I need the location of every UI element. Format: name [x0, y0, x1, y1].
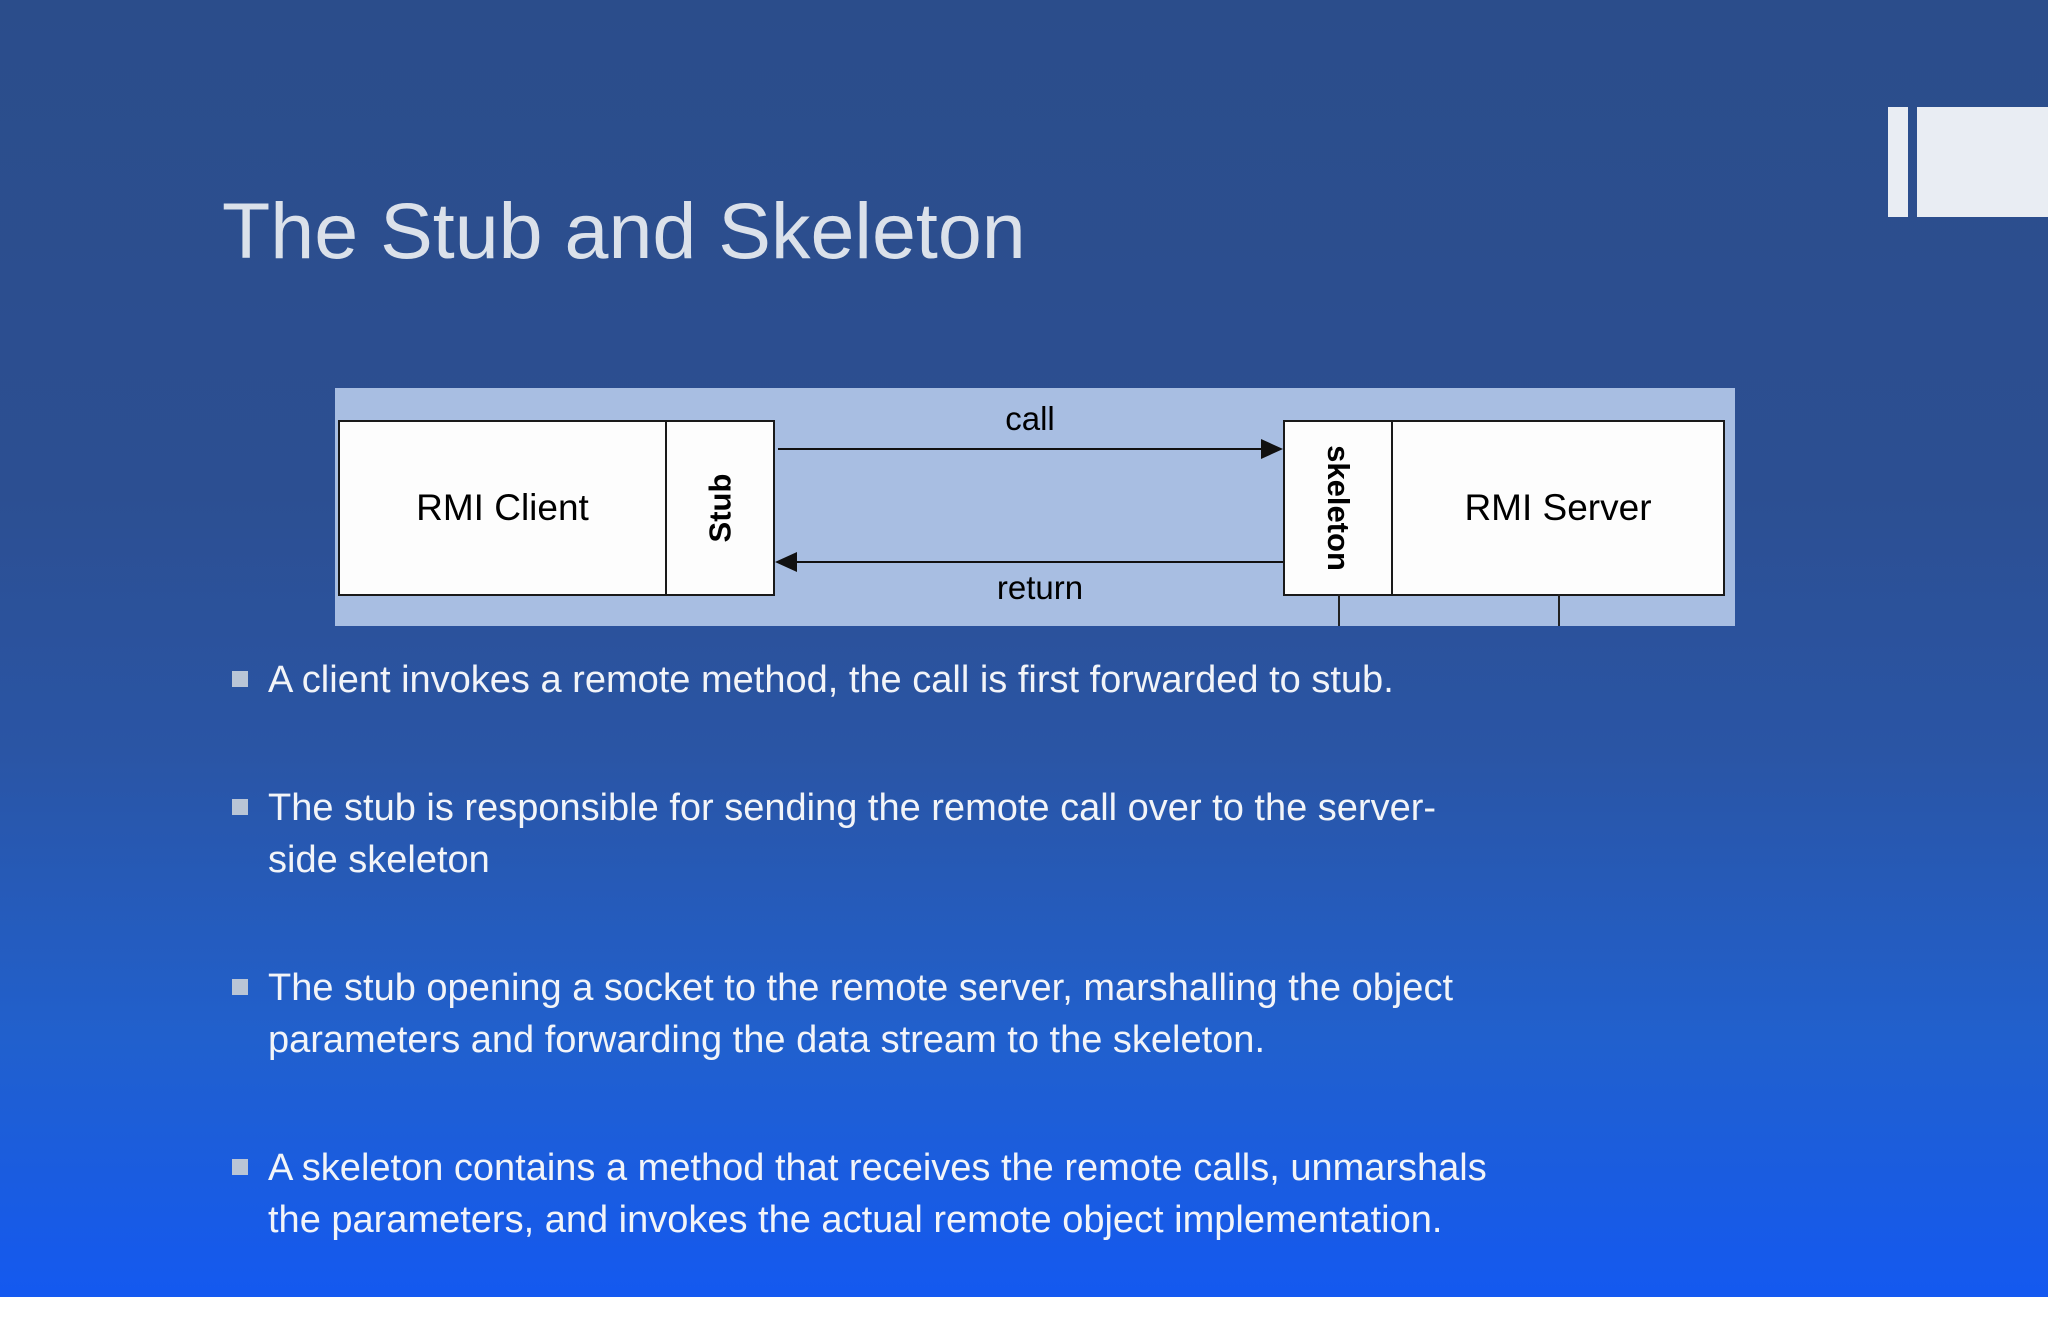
list-item: A client invokes a remote method, the ca…	[232, 654, 1812, 706]
server-connector-line	[1558, 594, 1560, 626]
corner-accent-bar-wide	[1917, 107, 2048, 217]
bullet-list: A client invokes a remote method, the ca…	[232, 654, 1812, 1322]
client-node: RMI Client Stub	[338, 420, 775, 596]
skeleton-label: skeleton	[1321, 445, 1356, 571]
page-title: The Stub and Skeleton	[222, 186, 1026, 275]
return-label: return	[996, 569, 1084, 606]
stub-label: Stub	[702, 473, 737, 543]
list-item: The stub opening a socket to the remote …	[232, 962, 1812, 1066]
list-item: The stub is responsible for sending the …	[232, 782, 1812, 886]
bullet-text: A skeleton contains a method that receiv…	[268, 1147, 1487, 1241]
arrowhead-left-icon	[775, 552, 797, 572]
bullet-square-icon	[232, 671, 248, 687]
skeleton-box: skeleton	[1285, 422, 1393, 594]
call-arrow-line	[778, 448, 1265, 450]
stub-box: Stub	[667, 422, 773, 594]
server-node: skeleton RMI Server	[1283, 420, 1725, 596]
list-item: A skeleton contains a method that receiv…	[232, 1142, 1812, 1246]
arrowhead-right-icon	[1261, 439, 1283, 459]
bullet-square-icon	[232, 1159, 248, 1175]
bullet-text: The stub opening a socket to the remote …	[268, 967, 1453, 1061]
rmi-client-label: RMI Client	[416, 487, 589, 528]
rmi-client-box: RMI Client	[340, 422, 667, 594]
return-arrow-line	[795, 561, 1283, 563]
call-label: call	[1005, 400, 1055, 437]
bullet-square-icon	[232, 979, 248, 995]
bullet-text: A client invokes a remote method, the ca…	[268, 659, 1394, 701]
rmi-server-label: RMI Server	[1464, 487, 1652, 528]
skeleton-connector-line	[1338, 594, 1340, 626]
bullet-text: The stub is responsible for sending the …	[268, 787, 1437, 881]
rmi-server-box: RMI Server	[1393, 422, 1723, 594]
rmi-diagram: RMI Client Stub skeleton RMI Server call…	[335, 388, 1735, 626]
bullet-square-icon	[232, 799, 248, 815]
corner-accent-bar-thin	[1888, 107, 1908, 217]
